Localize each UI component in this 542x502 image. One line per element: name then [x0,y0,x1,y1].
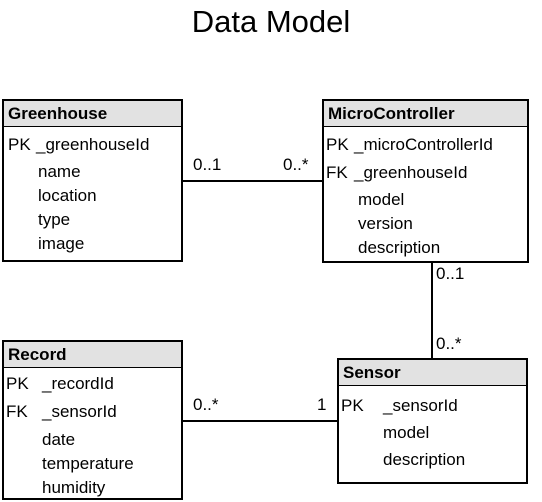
multiplicity-label: 0..1 [193,155,222,174]
entity-microcontroller[interactable]: MicroController PK _microControllerId FK… [322,99,529,263]
pk-marker: PK [6,374,29,393]
foreign-key: _sensorId [42,402,117,421]
foreign-key: _greenhouseId [354,163,468,182]
entity-greenhouse[interactable]: Greenhouse PK _greenhouseId name locatio… [2,99,183,262]
pk-marker: PK [8,135,31,154]
multiplicity-label: 1 [317,395,327,414]
fk-marker: FK [6,402,28,421]
primary-key: _recordId [42,374,114,393]
primary-key: _microControllerId [354,135,493,154]
attribute: description [383,450,466,469]
attribute: model [358,190,405,209]
entity-header: Sensor [339,360,526,386]
attribute: location [38,186,97,205]
attribute: model [383,423,430,442]
multiplicity-label: 0..* [283,155,309,174]
entity-header: MicroController [324,101,527,127]
entity-record[interactable]: Record PK _recordId FK _sensorId date te… [2,340,183,500]
diagram-title: Data Model [191,4,351,39]
attribute: date [42,430,76,449]
multiplicity-label: 0..* [436,334,462,353]
attribute: humidity [42,478,106,497]
entity-sensor[interactable]: Sensor PK _sensorId model description [337,358,528,484]
primary-key: _sensorId [383,396,458,415]
attribute: name [38,162,81,181]
attribute: temperature [42,454,134,473]
attribute: type [38,210,71,229]
pk-marker: PK [341,396,364,415]
attribute: image [38,234,85,253]
primary-key: _greenhouseId [36,135,150,154]
fk-marker: FK [326,163,348,182]
attribute: description [358,238,441,257]
attribute: version [358,214,413,233]
entity-header: Greenhouse [4,101,181,127]
multiplicity-label: 0..* [193,395,219,414]
entity-header: Record [4,342,181,368]
multiplicity-label: 0..1 [436,264,465,283]
pk-marker: PK [326,135,349,154]
